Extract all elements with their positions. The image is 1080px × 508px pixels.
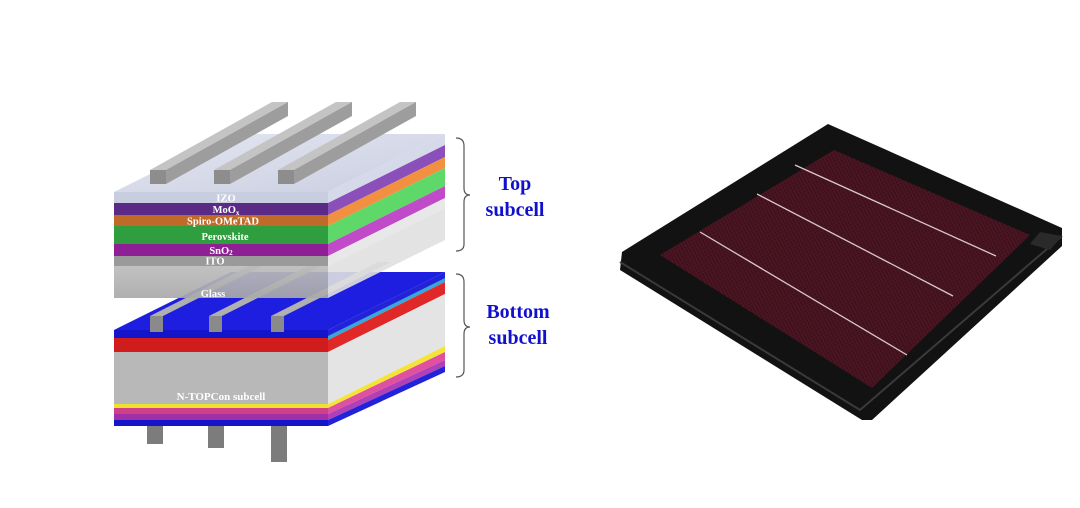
metal-finger	[214, 170, 230, 184]
device-active-area	[660, 150, 1030, 388]
bottom-callout-line1: Bottom	[486, 301, 550, 323]
label-sno2: SnO2	[209, 246, 233, 257]
layer-izo	[114, 192, 328, 203]
device-busbar	[794, 164, 997, 257]
metal-finger	[150, 170, 166, 184]
top-subcell-brace	[455, 137, 471, 252]
label-spiro: Spiro-OMeTAD	[187, 217, 259, 228]
interconnect-rib	[150, 316, 163, 332]
bottom-side-cyan	[328, 278, 445, 340]
label-perovskite: Perovskite	[201, 232, 248, 243]
bottom-pink-layer	[114, 408, 328, 414]
top-callout-line2: subcell	[486, 199, 545, 221]
side-sno2	[328, 186, 445, 256]
metal-finger	[214, 102, 352, 170]
bottom-top-face	[114, 272, 445, 330]
side-perovskite	[328, 168, 445, 244]
bottom-subcell-brace	[455, 273, 471, 378]
label-moox: MoOx	[213, 205, 240, 217]
bottom-contact-tab	[208, 426, 224, 448]
bottom-side-magenta	[328, 360, 445, 420]
side-ito	[328, 198, 445, 266]
layer-moox	[114, 203, 328, 215]
interconnect-rib	[271, 316, 284, 332]
bottom-contact-tab	[147, 426, 163, 444]
layer-ito	[114, 256, 328, 266]
metal-finger	[166, 102, 288, 184]
device-tape	[1030, 232, 1062, 250]
metal-finger	[278, 170, 294, 184]
metal-finger	[150, 102, 288, 170]
side-glass	[328, 208, 445, 298]
layer-glass	[114, 266, 328, 298]
side-spiro	[328, 157, 445, 226]
bottom-magenta-layer	[114, 414, 328, 420]
bottom-blue-base	[114, 420, 328, 426]
bottom-callout-line2: subcell	[489, 327, 548, 349]
device-photo	[619, 124, 1063, 420]
device-busbar	[699, 231, 908, 356]
bottom-side-pink	[328, 352, 445, 414]
top-subcell-stack: IZO MoOx Spiro-OMeTAD Perovskite SnO2 IT…	[114, 102, 445, 300]
layer-perovskite	[114, 226, 328, 244]
bottom-side-yellow	[328, 346, 445, 408]
interconnect-rib	[209, 316, 222, 332]
label-izo: IZO	[216, 194, 235, 205]
metal-finger	[230, 102, 352, 184]
bottom-blue-top	[114, 330, 328, 338]
side-izo	[328, 134, 445, 203]
label-glass: Glass	[201, 289, 226, 300]
layer-sno2	[114, 244, 328, 256]
top-callout-line1: Top	[499, 173, 532, 195]
side-moox	[328, 145, 445, 215]
top-face	[114, 134, 445, 192]
metal-finger	[294, 102, 416, 184]
bottom-contact-tab	[271, 426, 287, 462]
label-ito: ITO	[205, 257, 224, 268]
bottom-yellow-layer	[114, 404, 328, 408]
topcon-label: N-TOPCon subcell	[177, 391, 266, 403]
bottom-side-silicon	[328, 294, 445, 404]
bottom-side-blue-base	[328, 366, 445, 426]
bottom-silicon-layer	[114, 352, 328, 404]
layer-spiro	[114, 215, 328, 226]
metal-finger	[278, 102, 416, 170]
bottom-side-red	[328, 282, 445, 352]
device-busbar	[756, 193, 954, 297]
device-frame-edge	[619, 235, 1063, 412]
bottom-red-layer	[114, 338, 328, 352]
